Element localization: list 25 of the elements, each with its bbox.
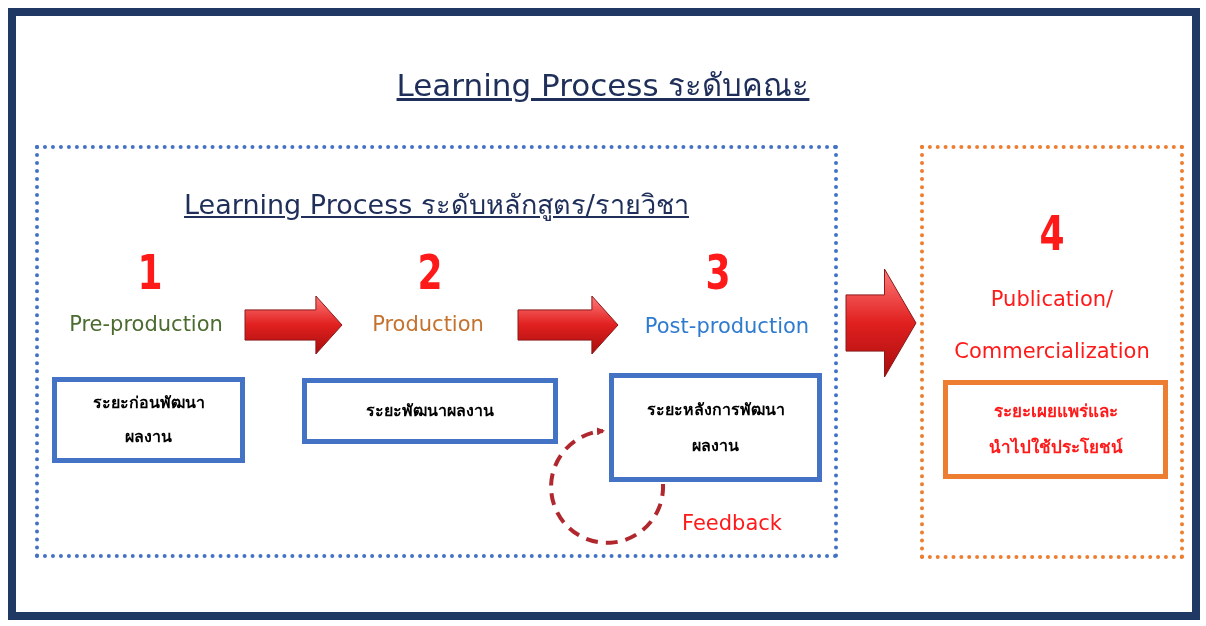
feedback-loop-arrow: [549, 427, 665, 545]
phase-label: Publication/ Commercialization: [953, 286, 1151, 365]
edge-label: Feedback: [682, 510, 782, 537]
phase-number: 1: [137, 248, 163, 296]
dotted-group-frame: [35, 145, 838, 558]
phase-number: 2: [417, 248, 443, 296]
phase-number: 4: [1038, 209, 1066, 257]
text-box: [609, 373, 822, 482]
text: ระยะก่อนพัฒนา ผลงาน: [91, 392, 206, 448]
phase-number: 3: [705, 248, 731, 296]
text: Production: [372, 311, 484, 339]
text: Pre-production: [69, 311, 223, 339]
text-box: [943, 380, 1168, 479]
block-arrow: [517, 295, 619, 355]
block-arrow: [244, 295, 343, 355]
text: ระยะเผยแพร่และ นำไปใช้ประโยชน์: [987, 399, 1124, 459]
text: Post-production: [644, 313, 810, 341]
diagram-title: Learning Process ระดับคณะ: [395, 66, 811, 105]
block-arrow: [845, 268, 917, 378]
text-box: [52, 377, 245, 463]
group-heading: Learning Process ระดับหลักสูตร/รายวิชา: [183, 188, 690, 223]
text: ระยะหลังการพัฒนา ผลงาน: [645, 399, 786, 457]
text: ระยะพัฒนาผลงาน: [366, 400, 494, 422]
text-box: [302, 378, 558, 444]
dotted-group-frame: [920, 145, 1184, 559]
